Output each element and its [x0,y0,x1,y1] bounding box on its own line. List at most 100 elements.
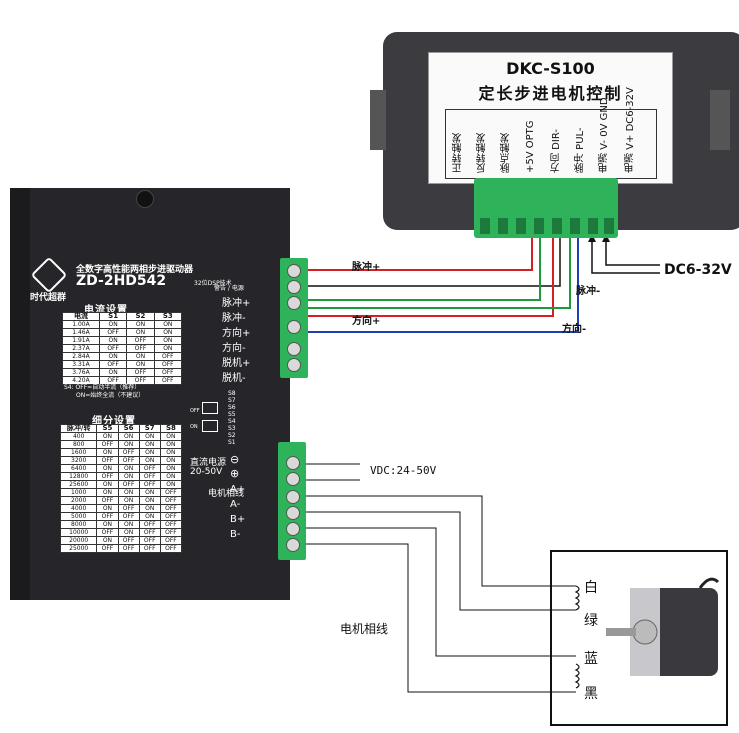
table-cell: OFF [138,536,161,545]
dkc-terminal-block [474,178,618,238]
table-cell: OFF [117,512,140,521]
dip-off-label: OFF [190,408,200,414]
table-cell: OFF [98,360,128,369]
table-cell: OFF [153,352,183,361]
table-cell: 400 [59,432,98,441]
table-cell: ON [153,328,183,337]
table-cell: 1000 [59,488,98,497]
signal-label-pul-plus: 脉冲+ [222,298,251,309]
power-terminal-block [278,442,306,560]
driver-side-panel [10,188,30,600]
table-cell: ON [98,320,128,329]
table-header-cell: S6 [117,424,140,433]
current-table-title: 电流设置 [84,305,128,316]
wire-pulse-minus [302,232,561,287]
coil-a [574,585,580,611]
dkc-term-label-0: 正转触发 [453,133,464,173]
table-cell: OFF [96,440,119,449]
table-cell: OFF [96,528,119,537]
table-header-cell: S1 [98,312,128,321]
s4-note-1: S4: OFF=自动半流（推荐） [64,384,141,391]
dkc-term-label-6: 电源 V- 0V GND [599,97,610,173]
wire-pulse-plus [302,232,533,271]
table-cell: 2.37A [62,344,100,353]
table-cell: OFF [96,512,119,521]
table-cell: ON [159,440,183,449]
table-cell: OFF [153,376,183,385]
driver-model: ZD-2HD542 [76,273,167,289]
table-header-cell: S3 [153,312,183,321]
table-cell: ON [159,472,183,481]
table-header-cell: S8 [159,424,183,433]
table-cell: ON [96,448,119,457]
table-cell: OFF [98,328,128,337]
wire-dir-plus [302,232,541,301]
table-cell: OFF [126,336,155,345]
power-label-2: 20-50V [190,467,223,477]
table-cell: ON [96,488,119,497]
dkc-term-label-2: 脉点触发 [501,133,512,173]
signal-label-dir-plus: 方向+ [222,328,251,339]
dip-label: S8 [228,390,236,397]
table-cell: ON [159,464,183,473]
signal-terminal-block [280,258,308,378]
dkc-term-label-5: 脉冲 PUL- [575,127,586,173]
table-cell: ON [96,432,119,441]
table-cell: ON [138,488,161,497]
table-cell: ON [126,328,155,337]
table-cell: ON [138,440,161,449]
wire-phase-b-plus [302,527,576,657]
table-cell: ON [96,520,119,529]
signal-label-pul-minus: 脉冲- [222,313,246,324]
driver-mount-hole [136,190,154,208]
dkc-slot [570,218,580,234]
table-cell: OFF [117,536,140,545]
table-cell: OFF [96,472,119,481]
table-cell: OFF [159,504,183,513]
table-cell: OFF [117,480,140,489]
dip-label: S4 [228,418,236,425]
table-cell: OFF [159,520,183,529]
dkc-slot [480,218,490,234]
table-cell: OFF [126,344,155,353]
dip-label: S3 [228,425,236,432]
wire-label-dc: DC6-32V [664,262,732,278]
table-cell: OFF [138,528,161,537]
dip-switch-on-icon [202,420,218,432]
dkc-label-panel: DKC-S100 定长步进电机控制 正转触发 反转触发 脉点触发 +5V OPT… [428,52,673,184]
dkc-term-label-3: +5V OPTG [525,120,536,173]
dip-switch-off-icon [202,402,218,414]
table-cell: ON [117,472,140,481]
table-cell: ON [117,432,140,441]
wire-dir-green2 [302,232,571,309]
table-header-cell: 脉冲/转 [59,424,98,433]
motor-color-white: 白 [584,580,598,596]
table-cell: 12800 [59,472,98,481]
table-cell: OFF [138,480,161,489]
s4-note-2: ON=始终全流（不建议） [76,392,145,399]
table-cell: OFF [96,544,119,553]
table-cell: ON [159,432,183,441]
table-cell: 1.91A [62,336,100,345]
table-cell: ON [126,320,155,329]
table-cell: ON [126,352,155,361]
table-cell: ON [117,528,140,537]
signal-label-dir-minus: 方向- [222,343,246,354]
table-cell: 8000 [59,520,98,529]
table-cell: ON [117,464,140,473]
wire-phase-b-minus [302,543,576,693]
dkc-slot [588,218,598,234]
motor-phase-vertical: 电机相线 [208,488,244,501]
table-cell: 1.46A [62,328,100,337]
signal-header: 警告 / 电源 [214,285,244,292]
